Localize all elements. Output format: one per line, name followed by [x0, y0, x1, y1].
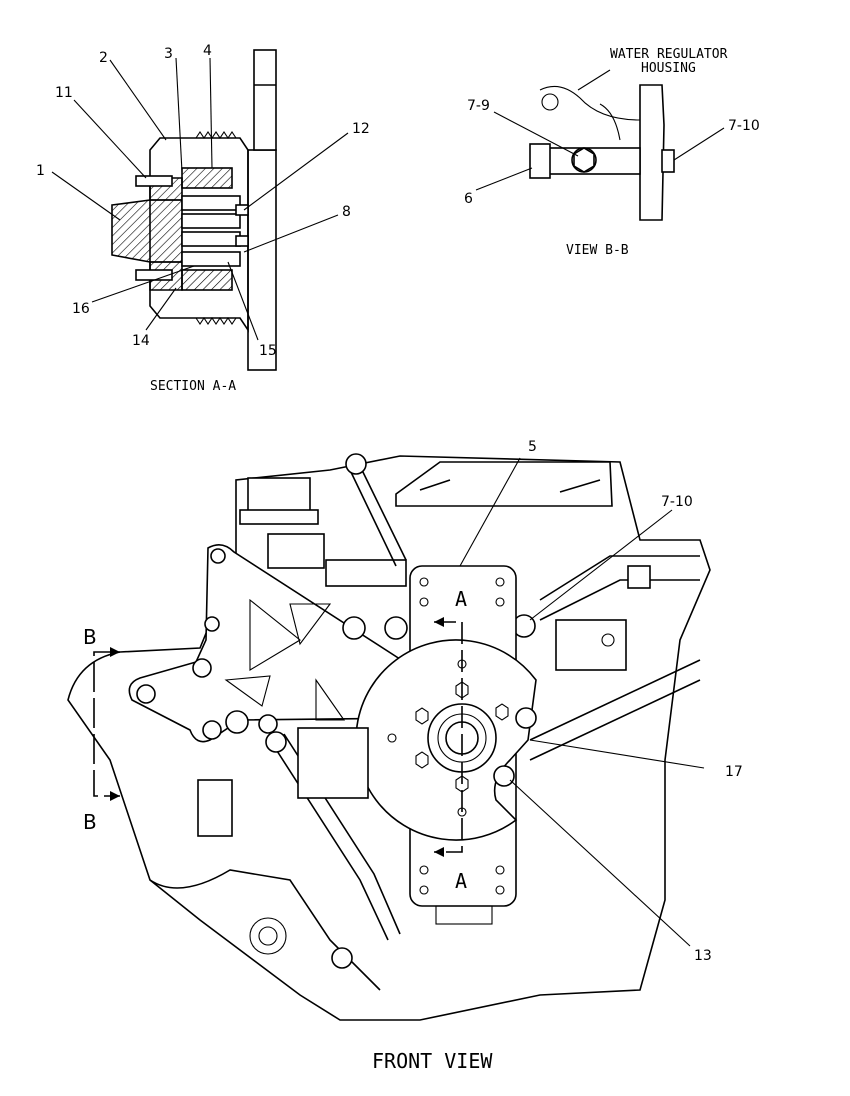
callout-7-9: 7-9 [467, 98, 490, 114]
callout-14: 14 [132, 333, 150, 349]
section-aa-drawing [51, 49, 349, 371]
callout-3: 3 [164, 46, 173, 62]
callout-6: 6 [464, 191, 473, 207]
view-bb-drawing [475, 69, 725, 221]
view-bb-title: VIEW B-B [566, 243, 629, 258]
callout-8: 8 [342, 204, 351, 220]
callout-13: 13 [694, 948, 712, 964]
callout-17: 17 [725, 764, 743, 780]
housing-label-line1: WATER REGULATOR [610, 47, 728, 62]
callout-4: 4 [203, 43, 212, 59]
front-view-drawing [67, 453, 711, 1021]
section-marker-a-top: A [455, 587, 467, 611]
callout-7-10-front: 7-10 [661, 494, 693, 510]
housing-label-line2: HOUSING [641, 61, 696, 76]
callout-1: 1 [36, 163, 45, 179]
section-marker-a-bottom: A [455, 869, 467, 893]
callout-11: 11 [55, 85, 73, 101]
callout-5: 5 [528, 439, 537, 455]
callout-7-10-bb: 7-10 [728, 118, 760, 134]
section-marker-b-bottom: B [83, 810, 97, 834]
callout-15: 15 [259, 343, 277, 359]
front-view-title: FRONT VIEW [372, 1049, 493, 1073]
section-marker-b-top: B [83, 625, 97, 649]
callout-2: 2 [99, 50, 108, 66]
callout-16: 16 [72, 301, 90, 317]
section-aa-title: SECTION A-A [150, 379, 236, 394]
callout-12: 12 [352, 121, 370, 137]
